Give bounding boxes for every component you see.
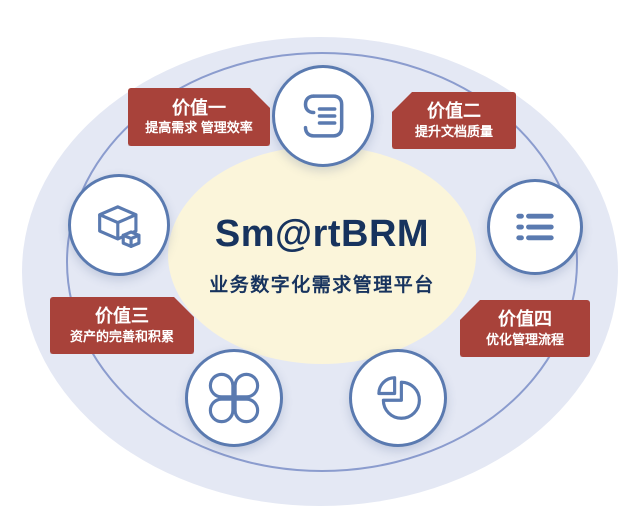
clover-icon — [208, 372, 260, 424]
value-3-label: 价值三 — [95, 306, 149, 327]
orbit-ring — [66, 52, 578, 472]
pie-chart-node — [349, 349, 447, 447]
list-node — [487, 179, 583, 275]
value-banner-4: 价值四 优化管理流程 — [460, 300, 590, 357]
box-node — [68, 174, 170, 276]
value-2-label: 价值二 — [427, 101, 481, 122]
value-1-label: 价值一 — [172, 97, 226, 118]
platform-subtitle: 业务数字化需求管理平台 — [209, 275, 435, 296]
clover-node — [185, 349, 283, 447]
value-4-desc: 优化管理流程 — [485, 331, 564, 347]
box-icon — [98, 205, 141, 248]
value-2-desc: 提升文档质量 — [414, 123, 493, 139]
value-3-desc: 资产的完善和积累 — [69, 328, 174, 344]
center-ellipse: Sm@rtBRM 业务数字化需求管理平台 — [168, 146, 476, 364]
value-banner-2: 价值二 提升文档质量 — [392, 92, 516, 149]
list-icon — [516, 213, 554, 241]
value-4-label: 价值四 — [498, 309, 552, 330]
scroll-icon — [303, 94, 344, 138]
value-1-desc: 提高需求 管理效率 — [145, 120, 253, 136]
platform-title: Sm@rtBRM — [214, 213, 430, 255]
scroll-node — [272, 65, 374, 167]
pie-chart-icon — [377, 376, 421, 420]
value-banner-3: 价值三 资产的完善和积累 — [50, 297, 194, 354]
value-banner-1: 价值一 提高需求 管理效率 — [128, 88, 270, 146]
